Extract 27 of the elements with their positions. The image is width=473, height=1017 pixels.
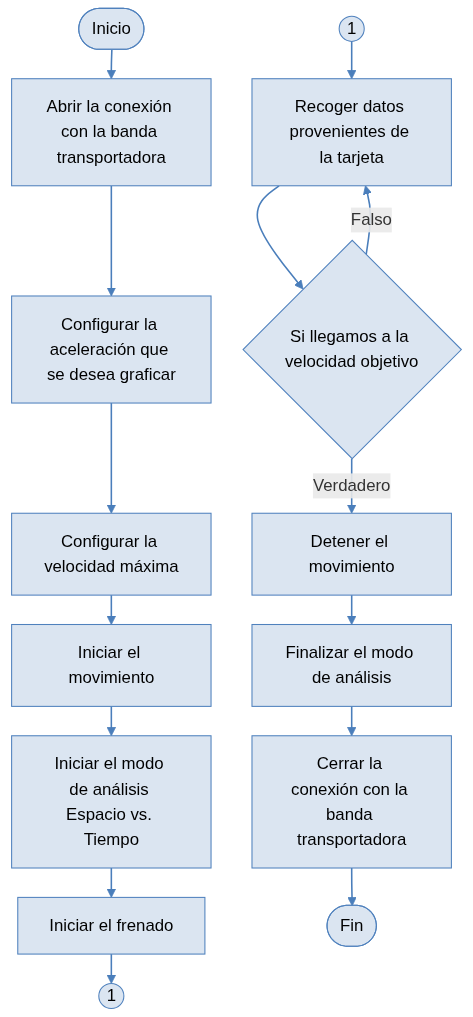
arrow <box>347 705 357 737</box>
arrow <box>106 867 116 898</box>
arrow <box>347 594 357 625</box>
arrow <box>106 705 116 737</box>
arrow <box>106 402 116 514</box>
node-box: Cerrar la conexión con la banda transportadora <box>251 735 452 869</box>
node-box: Configurar la velocidad máxima <box>11 512 212 596</box>
node-circle: 1 <box>338 15 365 42</box>
node-box: Finalizar el modo de análisis <box>251 623 452 707</box>
node-box: Abrir la conexión con la banda transportadora <box>11 78 212 187</box>
arrow <box>106 185 116 297</box>
node-box: Recoger datos provenientes de la tarjeta <box>251 78 452 187</box>
node-box: Iniciar el movimiento <box>11 623 212 707</box>
arrow <box>347 867 357 907</box>
arrow <box>106 594 116 625</box>
node-box: Iniciar el modo de análisis Espacio vs. Tiempo <box>11 735 212 869</box>
node-box: Iniciar el frenado <box>17 896 206 955</box>
edge-label: Verdadero <box>312 476 391 495</box>
arrow <box>256 185 304 290</box>
arrow <box>106 49 116 80</box>
arrow <box>347 40 357 80</box>
node-diamond: Si llegamos a la velocidad objetivo <box>242 239 463 460</box>
node-box: Detener el movimiento <box>251 512 452 596</box>
edge-label: Falso <box>350 210 392 229</box>
node-circle: 1 <box>98 982 125 1010</box>
arrow <box>106 953 116 984</box>
node-box: Configurar la aceleración que se desea graficar <box>11 295 212 404</box>
